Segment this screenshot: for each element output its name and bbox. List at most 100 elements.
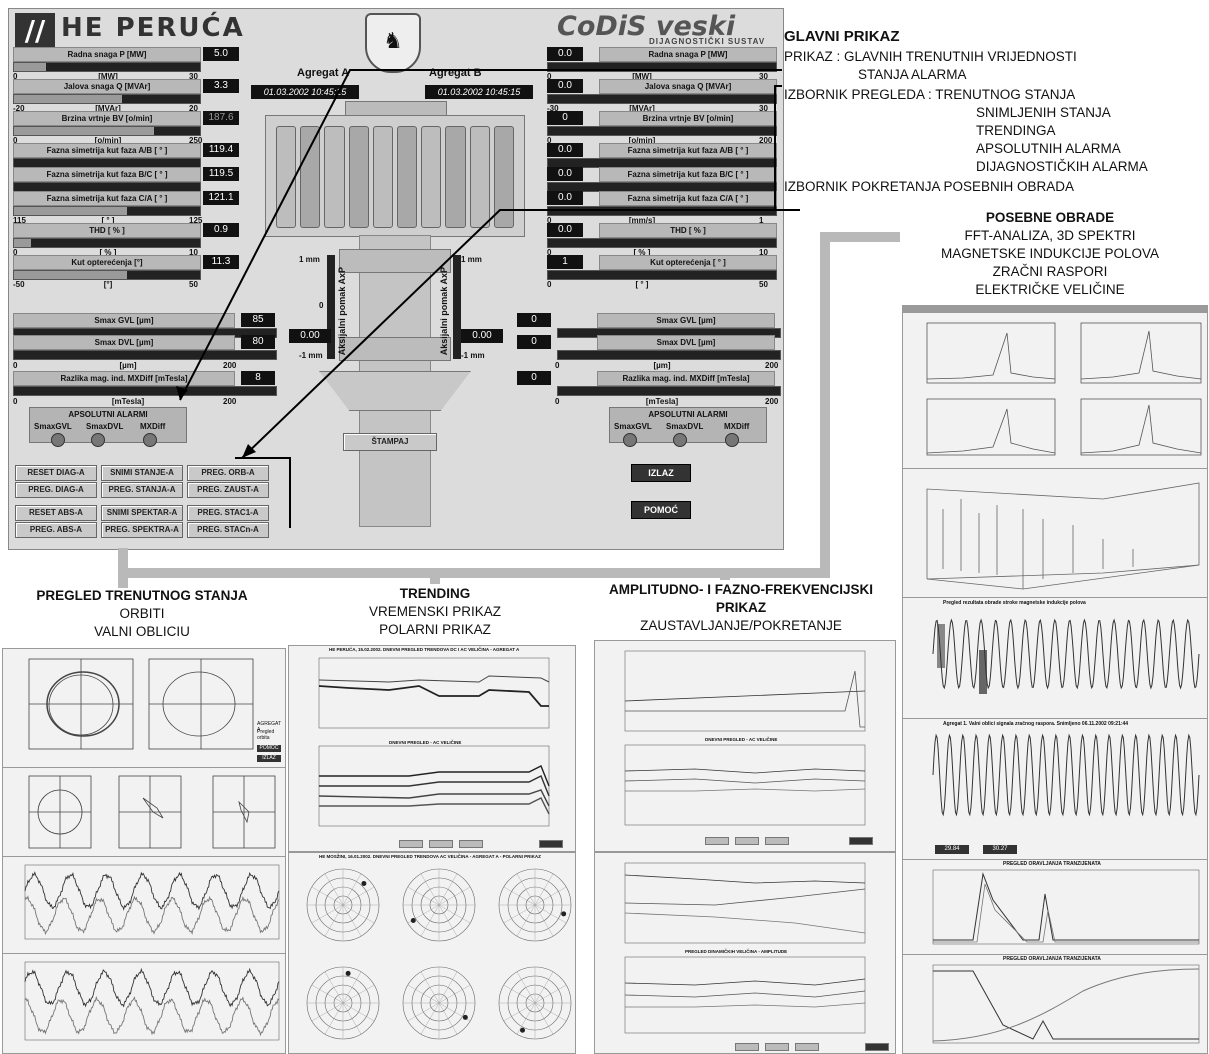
scale-unit: [mm/s]: [628, 216, 656, 225]
menu-button-reset-abs-a[interactable]: RESET ABS-A: [15, 505, 97, 521]
trend-subtitle: DNEVNI PREGLED - AC VELIČINE: [389, 740, 462, 745]
trend-plots: [318, 657, 550, 827]
3d-spectrum-thumbnail[interactable]: [902, 468, 1208, 598]
connector-ampl: [720, 568, 730, 580]
polar-plot: [306, 868, 380, 942]
ampl-print-button[interactable]: [765, 837, 789, 845]
menu-button-preg-stacn-a[interactable]: PREG. STACn-A: [187, 522, 269, 538]
alarm-label-mxdiff: MXDiff: [140, 422, 166, 431]
induction-title: Pregled rezultata obrade stroke magnetsk…: [943, 600, 1086, 606]
axial-value-right: 0.00: [461, 329, 503, 343]
measurement-value: 0.0: [547, 79, 583, 93]
axial-top-right: 1 mm: [461, 255, 482, 264]
scale-max: 30: [189, 72, 198, 81]
transients-title-1: PREGLED ORAVLJANJA TRANZIJENATA: [1003, 861, 1101, 867]
waveform-thumbnail-1[interactable]: [2, 856, 286, 954]
polar-plot: [498, 966, 572, 1040]
ampl-zoom-button[interactable]: [705, 837, 729, 845]
measurement-bar-fill: [14, 127, 154, 135]
ampl-back-button[interactable]: [735, 837, 759, 845]
ampl2-exit-button[interactable]: [865, 1043, 889, 1051]
menu-button-preg-abs-a[interactable]: PREG. ABS-A: [15, 522, 97, 538]
datetime-b: 01.03.2002 10:45:15: [425, 85, 533, 99]
axial-value-left: 0.00: [289, 329, 331, 343]
izlaz-button[interactable]: IZLAZ: [631, 464, 691, 482]
generator-pole: [300, 126, 321, 228]
air-gap-thumbnail[interactable]: Agregat 1. Valni oblici signala zračnog …: [902, 718, 1208, 860]
anno-line-7: DIJAGNOSTIČKIH ALARMA: [976, 159, 1148, 174]
scale-max: 20: [189, 104, 198, 113]
menu-button-preg-orb-a[interactable]: PREG. ORB-A: [187, 465, 269, 481]
amplitude-thumbnail-2[interactable]: PREGLED DINAMIČKIH VELIČINA - AMPLITUDE: [594, 852, 896, 1054]
amplitude-thumbnail-1[interactable]: DNEVNI PREGLED - AC VELIČINE: [594, 640, 896, 852]
scale-max: 10: [759, 248, 768, 257]
generator-pole: [469, 126, 490, 228]
trend-print-button[interactable]: [459, 840, 483, 848]
ampl2-print-button[interactable]: [795, 1043, 819, 1051]
trending-thumbnail[interactable]: HE PERUĆA, 15.02.2002. DNEVNI PREGLED TR…: [288, 645, 576, 852]
scale-max: 30: [759, 104, 768, 113]
vibration-scale-unit: [mTesla]: [111, 397, 145, 406]
alarm-lamp-mxdiff: [143, 433, 157, 447]
menu-button-preg-zaust-a[interactable]: PREG. ZAUST-A: [187, 482, 269, 498]
vibration-scale-min: 0: [555, 361, 560, 370]
measurement-label: Fazna simetrija kut faza A/B [ ° ]: [599, 143, 777, 158]
alarm-lamp-smaxgvl: [51, 433, 65, 447]
pregled-line-2: VALNI OBLICIU: [94, 624, 190, 639]
menu-button-snimi-spektar-a[interactable]: SNIMI SPEKTAR-A: [101, 505, 183, 521]
measurement-label: Fazna simetrija kut faza B/C [ ° ]: [599, 167, 777, 182]
orbit-thumbnail-2[interactable]: [2, 767, 286, 857]
trending-line-2: POLARNI PRIKAZ: [379, 622, 491, 637]
scale-max: 30: [759, 72, 768, 81]
measurement-value: 0: [547, 111, 583, 125]
measurement-bar: [547, 270, 777, 280]
scale-max: 50: [189, 280, 198, 289]
waveform-thumbnail-2[interactable]: [2, 953, 286, 1054]
anno-line-4: SNIMLJENIH STANJA: [976, 105, 1111, 120]
scale-max: 200: [759, 136, 773, 145]
measurement-bar: [13, 206, 201, 216]
orbit-thumbnail-1[interactable]: AGREGAT A Pregled orbita POMOĆ IZLAZ: [2, 648, 286, 768]
orbit-status-2: Pregled orbita: [257, 729, 275, 741]
anno-line-2: STANJA ALARMA: [858, 67, 967, 82]
stampaj-button[interactable]: ŠTAMPAJ: [343, 433, 437, 451]
ampl2-zoom-button[interactable]: [735, 1043, 759, 1051]
orbit-pomoc-button[interactable]: POMOĆ: [257, 745, 281, 752]
measurement-value: 119.5: [203, 167, 239, 181]
transients-thumbnail-1[interactable]: PREGLED ORAVLJANJA TRANZIJENATA: [902, 859, 1208, 955]
menu-button-reset-diag-a[interactable]: RESET DIAG-A: [15, 465, 97, 481]
ampl-exit-button[interactable]: [849, 837, 873, 845]
measurement-value: 3.3: [203, 79, 239, 93]
measurement-bar: [547, 62, 777, 72]
menu-button-preg-stanja-a[interactable]: PREG. STANJA-A: [101, 482, 183, 498]
vibration-scale-min: 0: [555, 397, 560, 406]
menu-button-snimi-stanje-a[interactable]: SNIMI STANJE-A: [101, 465, 183, 481]
trend-back-button[interactable]: [429, 840, 453, 848]
vibration-label: Smax GVL [µm]: [597, 313, 775, 328]
orbit-izlaz-button[interactable]: IZLAZ: [257, 755, 281, 762]
anno-line-8: IZBORNIK POKRETANJA POSEBNIH OBRADA: [784, 179, 1075, 194]
fft-spectra-thumbnail[interactable]: [902, 305, 1208, 469]
waveform-plot-1: [24, 864, 280, 940]
transients-thumbnail-2[interactable]: PREGLED ORAVLJANJA TRANZIJENATA: [902, 954, 1208, 1054]
trend-exit-button[interactable]: [539, 840, 563, 848]
measurement-bar-fill: [14, 207, 128, 215]
magnetic-induction-thumbnail[interactable]: Pregled rezultata obrade stroke magnetsk…: [902, 597, 1208, 719]
pomoc-button[interactable]: POMOĆ: [631, 501, 691, 519]
menu-button-preg-stac1-a[interactable]: PREG. STAC1-A: [187, 505, 269, 521]
alarm-label-smaxdvl: SmaxDVL: [86, 422, 124, 431]
measurement-label: Jalova snaga Q [MVAr]: [13, 79, 201, 94]
trend-zoom-button[interactable]: [399, 840, 423, 848]
ampl2-back-button[interactable]: [765, 1043, 789, 1051]
posebne-line-3: ZRAČNI RASPORI: [992, 264, 1108, 279]
trending-line-1: VREMENSKI PRIKAZ: [368, 604, 502, 619]
transients-plot-1: [932, 869, 1200, 945]
menu-button-preg-diag-a[interactable]: PREG. DIAG-A: [15, 482, 97, 498]
codis-subtitle: DIJAGNOSTIČKI SUSTAV: [649, 37, 766, 46]
scale-min: 0: [547, 280, 552, 289]
menu-button-preg-spektra-a[interactable]: PREG. SPEKTRA-A: [101, 522, 183, 538]
polar-thumbnail[interactable]: HE MOSŽINI, 16.01.2002. DNEVNI PREGLED T…: [288, 852, 576, 1054]
